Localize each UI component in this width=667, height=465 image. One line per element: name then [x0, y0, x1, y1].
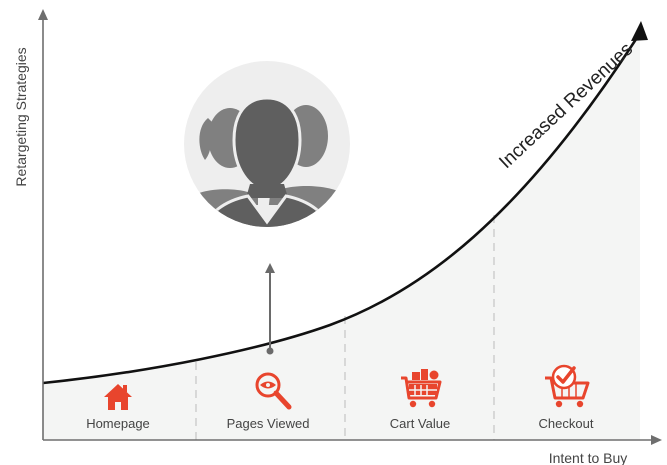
- stage-label-checkout: Checkout: [539, 416, 594, 431]
- stage-label-pages-viewed: Pages Viewed: [227, 416, 310, 431]
- x-axis-arrow-icon: [651, 435, 662, 445]
- full-cart-icon: [401, 369, 442, 408]
- growth-curve: [42, 32, 642, 385]
- cart-check-icon: [545, 364, 590, 408]
- arrow-up-icon: [265, 263, 275, 355]
- x-axis-label: Intent to Buy: [549, 450, 628, 465]
- curve-arrowhead-icon: [631, 21, 648, 41]
- y-axis-arrow-icon: [38, 9, 48, 20]
- magnifier-eye-icon: [255, 372, 292, 410]
- stage-label-cart-value: Cart Value: [390, 416, 450, 431]
- home-icon: [104, 384, 132, 410]
- user-group-icon: [184, 61, 350, 227]
- y-axis-label: Retargeting Strategies: [13, 47, 29, 186]
- stage-label-homepage: Homepage: [86, 416, 150, 431]
- curve-area-fill: [43, 33, 640, 440]
